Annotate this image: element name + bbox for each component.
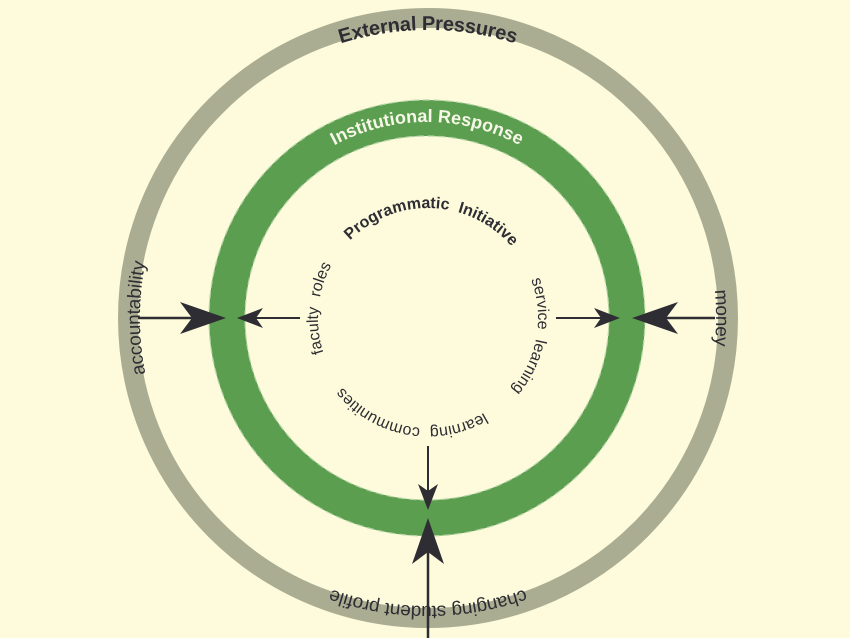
institutional-response-ring: [209, 100, 645, 536]
initiative-learning-communities-word: communities: [333, 385, 421, 441]
service-learning-arrowhead: [594, 308, 620, 328]
learning-communities-arrowhead: [418, 484, 438, 510]
initiative-service-learning-word: service: [527, 275, 551, 330]
initiative-faculty-roles-word: roles: [307, 259, 335, 298]
initiative-learning-communities: learning communities: [333, 385, 491, 441]
programmatic-initiative-title-word: Initiative: [456, 200, 521, 250]
money-arrowhead: [632, 302, 678, 334]
accountability-arrowhead: [180, 302, 226, 334]
pressure-money: money: [710, 289, 732, 348]
initiative-learning-communities-word: learning: [429, 409, 490, 441]
programmatic-initiative-title: Programmatic Initiative: [341, 195, 521, 249]
initiative-faculty-roles: faculty roles: [305, 259, 335, 356]
arrows: [138, 302, 715, 638]
initiative-service-learning-word: learning: [508, 338, 548, 398]
initiative-service-learning: service learning: [508, 275, 551, 397]
programmatic-initiative-title-word: Programmatic: [341, 195, 451, 243]
student-profile-arrowhead: [412, 518, 444, 564]
initiative-faculty-roles-word: faculty: [305, 306, 327, 356]
svg-text:money: money: [710, 289, 732, 348]
faculty-roles-arrowhead: [237, 308, 263, 328]
